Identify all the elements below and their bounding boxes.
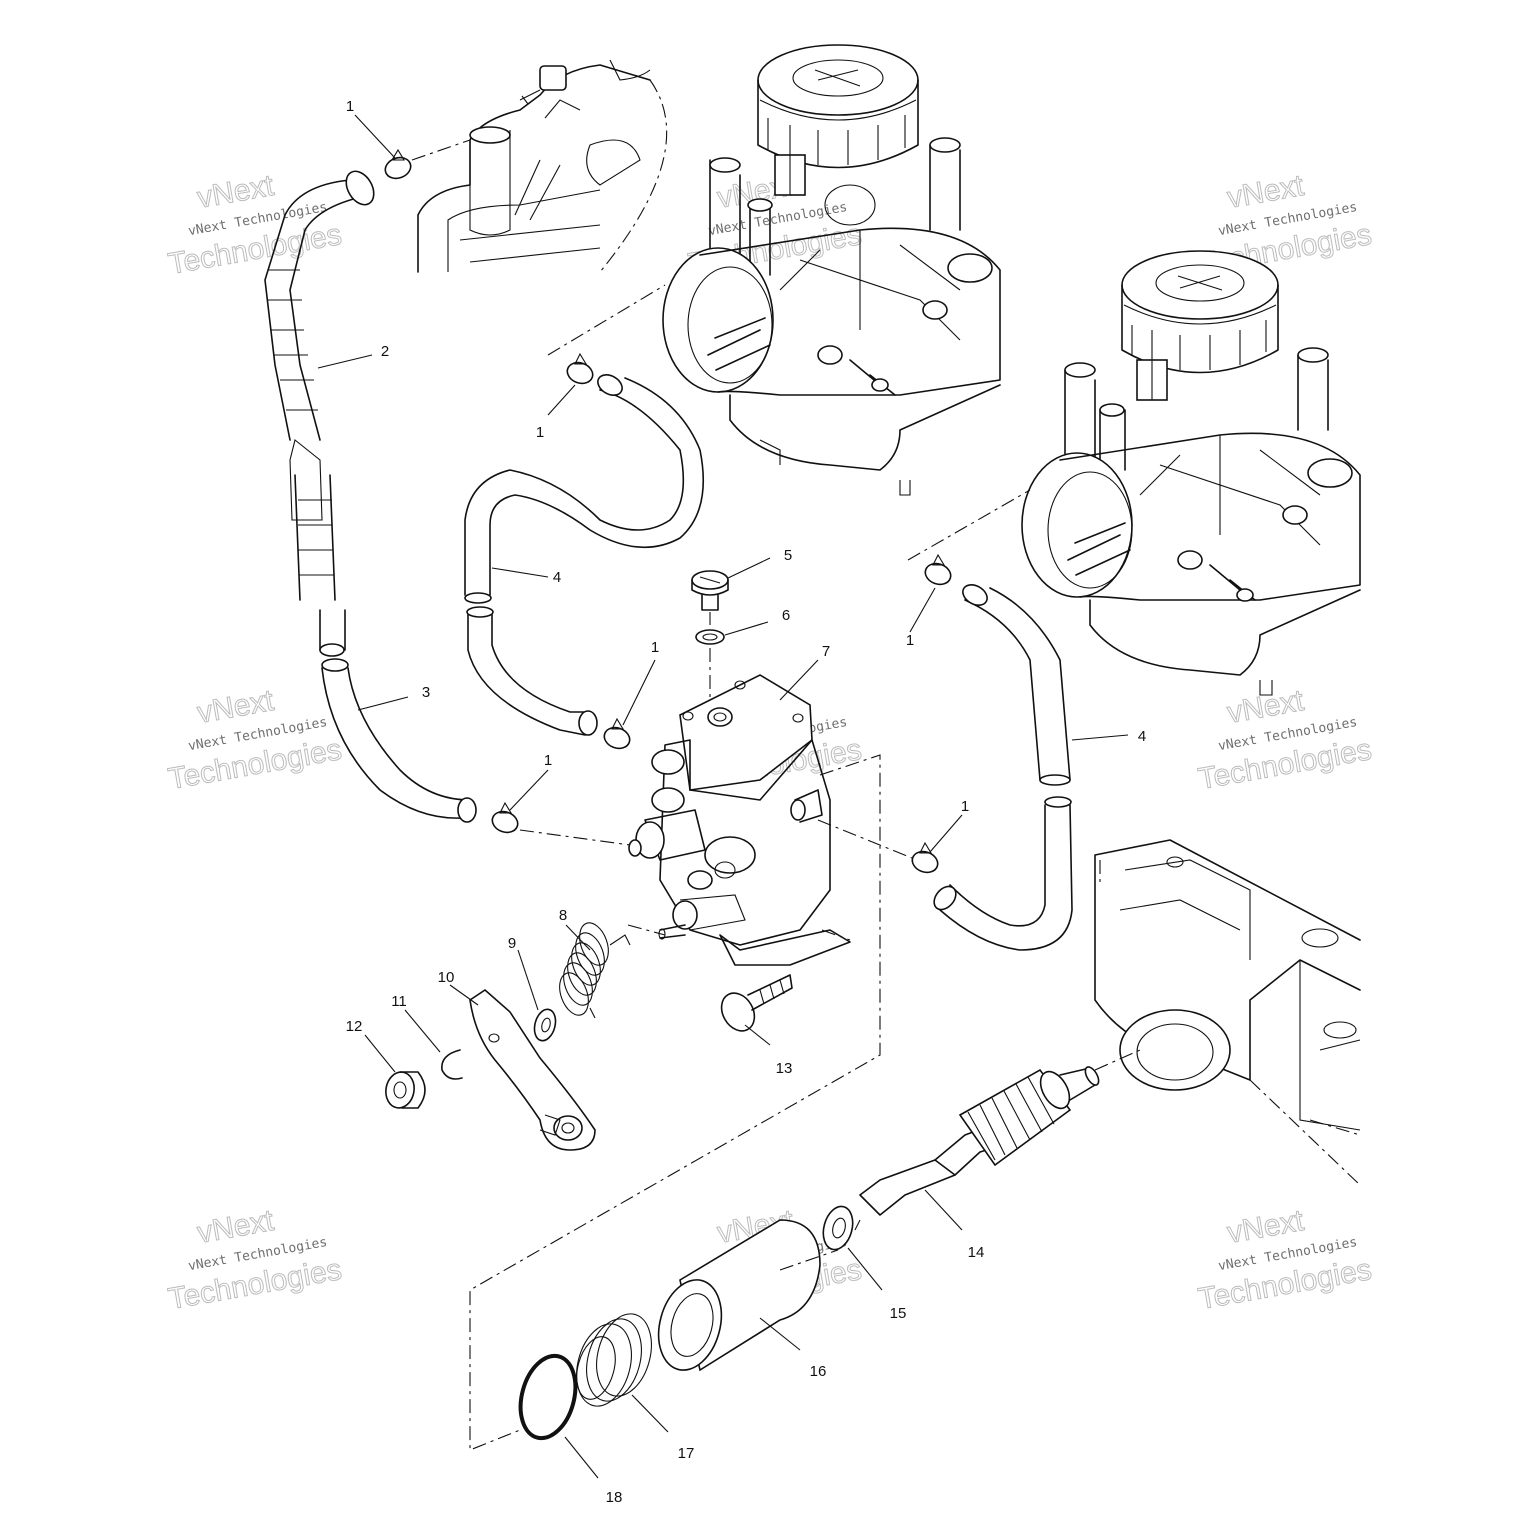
gear-shaft-14 <box>859 1066 1100 1216</box>
engine-case-top <box>417 59 668 273</box>
lever-10 <box>469 988 596 1151</box>
leader-17 <box>631 1394 669 1433</box>
callout-2: 2 <box>381 343 389 360</box>
watermark-mid-left: vNext vNext Technologies Technologies <box>165 684 344 797</box>
case-boss <box>469 126 511 144</box>
spring-17 <box>576 1313 652 1407</box>
leader-lines <box>317 114 1129 1479</box>
leader-8 <box>565 924 591 951</box>
bolt-13 <box>720 974 793 1032</box>
leader-3 <box>357 696 409 711</box>
leader-6 <box>724 621 769 636</box>
leader-1f <box>929 814 963 853</box>
watermark-vnext: vNext <box>195 169 277 215</box>
carburetor-1 <box>662 44 1001 496</box>
leader-11 <box>404 1009 441 1053</box>
hose-clamp-1e <box>924 553 952 586</box>
watermark-bottom-right: vNext vNext Technologies Technologies <box>1195 1204 1374 1317</box>
callout-4a: 4 <box>553 569 561 586</box>
callout-11: 11 <box>391 993 407 1010</box>
engine-case-bottom <box>1094 839 1361 1186</box>
leader-14 <box>924 1189 963 1231</box>
watermark-vnext: vNext <box>195 1204 277 1250</box>
nut-12 <box>385 1071 426 1109</box>
hose-clamp-1a <box>384 148 412 180</box>
hose-clamp-1f <box>911 841 939 874</box>
hose-4-left <box>464 374 705 736</box>
watermark-bottom-left: vNext vNext Technologies Technologies <box>165 1204 344 1317</box>
spring-8 <box>559 922 631 1019</box>
watermark-vnext: vNext <box>1225 169 1307 215</box>
case-bore <box>1119 1009 1231 1091</box>
callout-4b: 4 <box>1138 728 1146 745</box>
leader-1a <box>354 114 396 159</box>
callout-labels: 1 2 1 4 5 6 1 7 3 1 1 4 1 8 9 10 11 12 1… <box>346 98 1147 1506</box>
bushing-16 <box>657 1219 821 1372</box>
callout-8: 8 <box>559 907 567 924</box>
watermark-vnext: vNext <box>1225 1204 1307 1250</box>
watermark-top-left: vNext vNext Technologies Technologies <box>165 169 344 282</box>
callout-13: 13 <box>776 1060 793 1077</box>
leader-4b <box>1071 734 1129 741</box>
leader-13 <box>744 1024 771 1046</box>
watermark-vnext: vNext <box>195 684 277 730</box>
leader-4a <box>491 567 549 578</box>
watermark-vnext: vNext <box>1225 684 1307 730</box>
oil-pump-assembly <box>628 674 851 966</box>
bolt-5 <box>691 570 729 611</box>
callout-7: 7 <box>822 643 830 660</box>
callout-15: 15 <box>890 1305 907 1322</box>
assembly-lines <box>411 139 1141 1451</box>
callout-1c: 1 <box>651 639 659 656</box>
hose-2 <box>264 170 375 657</box>
leader-18 <box>564 1436 599 1479</box>
hose-4-right <box>933 584 1073 951</box>
washer-6 <box>695 629 725 645</box>
washer-9 <box>533 1008 557 1042</box>
carb2-cap-top <box>1121 250 1279 320</box>
leader-1e <box>909 587 936 633</box>
leader-12 <box>364 1034 396 1073</box>
leader-10 <box>449 984 479 1006</box>
callout-14: 14 <box>968 1244 985 1261</box>
leader-15 <box>847 1247 883 1291</box>
watermark-mid-right: vNext vNext Technologies Technologies <box>1195 684 1374 797</box>
callout-1e: 1 <box>906 632 914 649</box>
hose-clamp-1c <box>603 717 631 750</box>
leader-1d <box>509 769 549 811</box>
hose-clamp-1b <box>566 352 594 385</box>
leader-1b <box>547 384 576 416</box>
callout-1a: 1 <box>346 98 354 115</box>
carb1-cap-top <box>757 44 919 116</box>
callout-10: 10 <box>438 969 455 986</box>
leader-7 <box>779 659 819 701</box>
hose-3 <box>321 658 477 823</box>
callout-1d: 1 <box>544 752 552 769</box>
o-ring-18 <box>518 1353 578 1441</box>
carburetor-2 <box>1021 250 1361 696</box>
washer-15 <box>822 1205 854 1251</box>
clip-11 <box>441 1049 463 1080</box>
callout-6: 6 <box>782 607 790 624</box>
callout-1f: 1 <box>961 798 969 815</box>
callout-3: 3 <box>422 684 430 701</box>
callout-16: 16 <box>810 1363 827 1380</box>
leader-9 <box>517 949 539 1011</box>
callout-17: 17 <box>678 1445 695 1462</box>
leader-2 <box>317 354 373 369</box>
callout-9: 9 <box>508 935 516 952</box>
leader-1c <box>622 659 656 726</box>
case-nipple-cap <box>539 65 567 91</box>
leader-16 <box>759 1317 801 1351</box>
callout-1b: 1 <box>536 424 544 441</box>
leader-5 <box>727 557 771 579</box>
callout-12: 12 <box>346 1018 363 1035</box>
hose-clamp-1d <box>491 801 519 834</box>
callout-18: 18 <box>606 1489 623 1506</box>
callout-5: 5 <box>784 547 792 564</box>
